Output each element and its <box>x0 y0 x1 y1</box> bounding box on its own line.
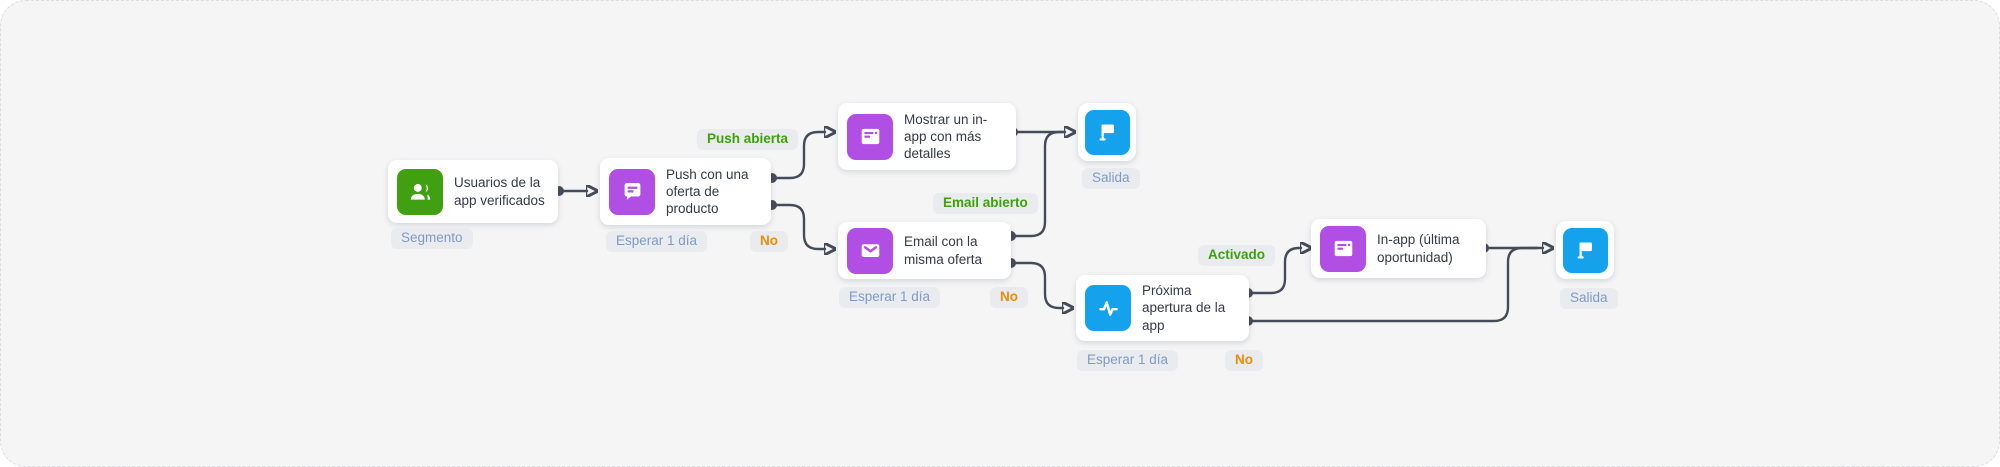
node-title: Push con una oferta de producto <box>666 166 749 217</box>
node-exit-bottom[interactable] <box>1556 221 1614 279</box>
node-title: In-app (última oportunidad) <box>1377 232 1460 265</box>
node-push[interactable]: Push con una oferta de producto <box>600 158 771 225</box>
node-segment[interactable]: Usuarios de la app verificados <box>388 160 558 223</box>
edge-push-no-to-email <box>770 203 825 249</box>
node-next-open[interactable]: Próxima apertura de la app <box>1076 275 1249 341</box>
node-title: Usuarios de la app verificados <box>454 175 545 208</box>
edge-label-email-opened: Email abierto <box>933 193 1038 214</box>
badge-email-wait: Esperar 1 día <box>839 287 941 308</box>
node-inapp-last[interactable]: In-app (última oportunidad) <box>1311 219 1486 278</box>
badge-exit-top: Salida <box>1082 168 1140 189</box>
badge-next-open-wait: Esperar 1 día <box>1077 350 1179 371</box>
flag-icon <box>1562 227 1608 273</box>
badge-segment-type: Segmento <box>391 228 473 249</box>
edge-next-open-no-join-exit-bottom <box>1246 246 1539 323</box>
node-exit-top[interactable] <box>1078 103 1136 161</box>
badge-push-wait: Esperar 1 día <box>606 231 708 252</box>
edge-label-activated: Activado <box>1198 245 1276 266</box>
badge-exit-bottom: Salida <box>1560 288 1618 309</box>
edge-label-push-no: No <box>750 231 788 252</box>
node-title: Próxima apertura de la app <box>1142 283 1226 333</box>
email-icon <box>847 227 893 274</box>
node-title: Email con la misma oferta <box>904 234 983 267</box>
inapp-window-icon <box>847 113 893 160</box>
flag-icon <box>1084 109 1130 155</box>
edge-next-open-activated-to-inapp-last <box>1246 248 1301 295</box>
edge-label-push-opened: Push abierta <box>697 129 799 150</box>
edge-label-next-open-no: No <box>1225 350 1263 371</box>
edge-email-no-to-next-open <box>1009 261 1063 308</box>
edge-label-email-no: No <box>990 287 1028 308</box>
inapp-window-icon <box>1320 225 1366 272</box>
edge-push-opened-to-inapp-details <box>770 132 825 180</box>
node-inapp-details[interactable]: Mostrar un in-app con más detalles <box>838 103 1016 170</box>
node-title: Mostrar un in-app con más detalles <box>904 111 988 162</box>
activity-pulse-icon <box>1085 285 1131 331</box>
users-icon <box>397 168 443 215</box>
push-message-icon <box>609 168 655 215</box>
edge-email-opened-join-exit-top <box>1009 130 1065 238</box>
node-email[interactable]: Email con la misma oferta <box>838 222 1011 279</box>
